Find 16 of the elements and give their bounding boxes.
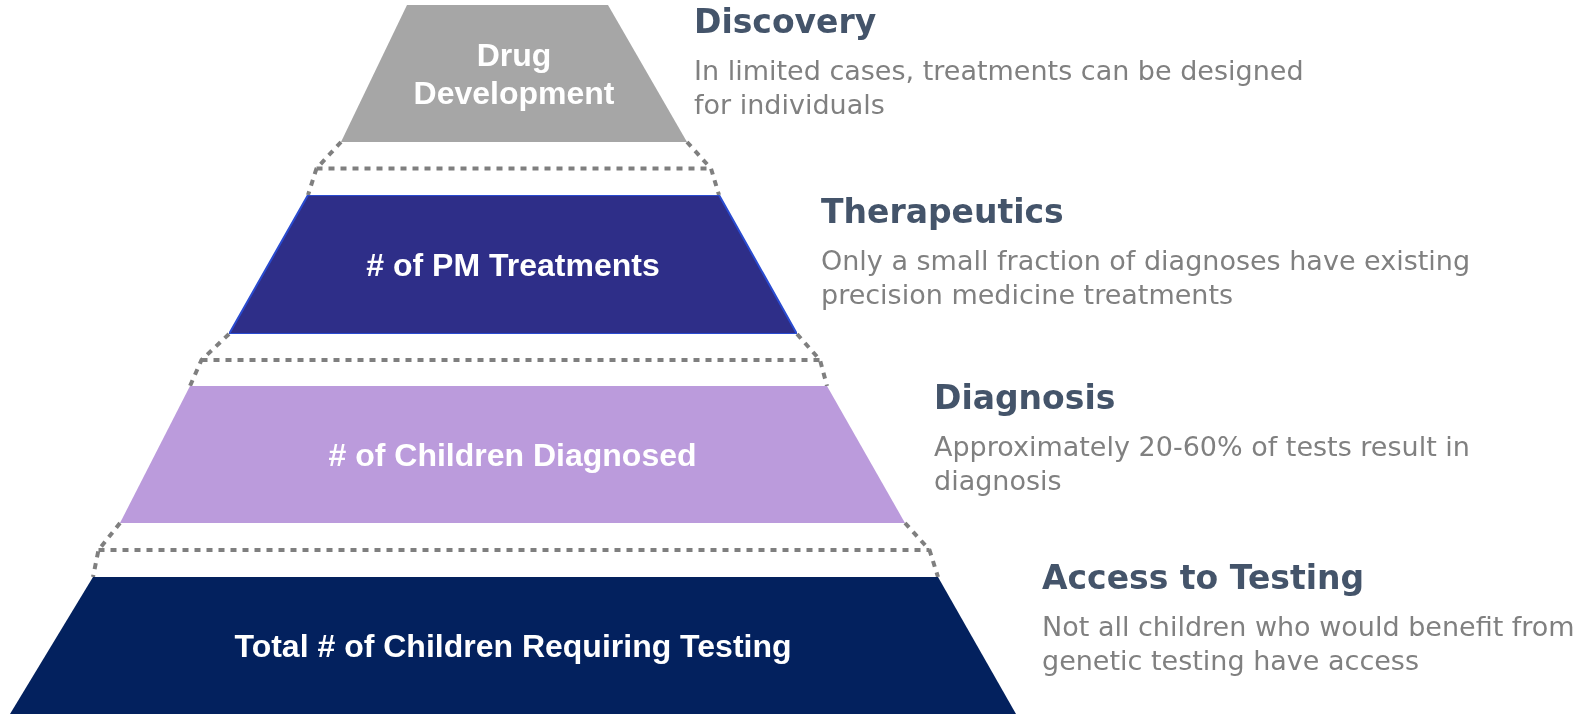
tier-label: # of PM Treatments bbox=[366, 246, 660, 283]
stage-heading: Therapeutics bbox=[821, 192, 1064, 231]
stage-heading: Discovery bbox=[694, 2, 877, 41]
tier-label: Drug Development bbox=[413, 36, 615, 111]
stage-heading: Diagnosis bbox=[934, 378, 1116, 417]
stage-description: Not all children who would benefit from genetic testing have access bbox=[1042, 610, 1576, 678]
stage-description: Only a small fraction of diagnoses have existing precision medicine treatments bbox=[821, 244, 1472, 312]
tier-label: Total # of Children Requiring Testing bbox=[234, 627, 792, 664]
pyramid-tier bbox=[229, 195, 797, 334]
stage-description: In limited cases, treatments can be designed for individuals bbox=[694, 54, 1305, 122]
stage-heading: Access to Testing bbox=[1042, 558, 1365, 597]
stage-description: Approximately 20-60% of tests result in diagnosis bbox=[934, 430, 1471, 498]
tier-label: # of Children Diagnosed bbox=[328, 436, 697, 473]
pyramid-tier bbox=[10, 577, 1016, 714]
pyramid-tier bbox=[341, 5, 687, 142]
pyramid-tier bbox=[120, 386, 905, 523]
